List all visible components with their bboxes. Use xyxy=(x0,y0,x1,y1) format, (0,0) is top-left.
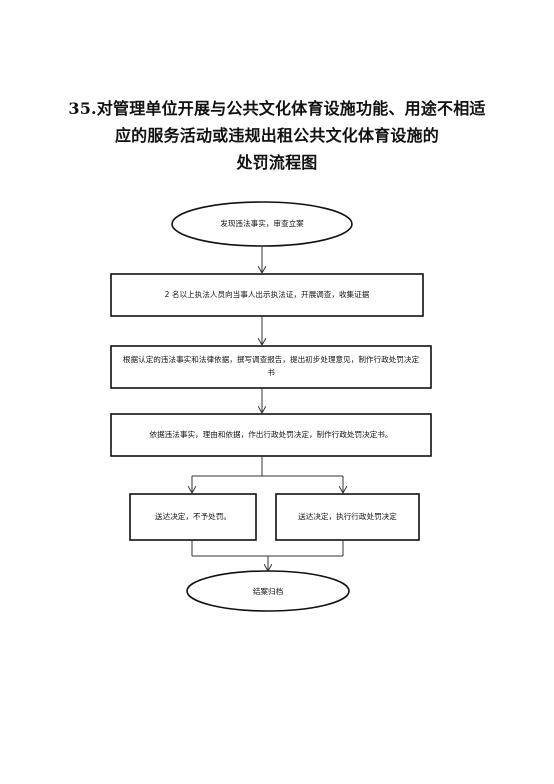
step1-box xyxy=(110,273,424,317)
step3-text: 依据违法事实，理由和依据，作出行政处罚决定，制作行政处罚决定书。 xyxy=(149,430,393,439)
branch-left-text: 送达决定，不予处罚。 xyxy=(155,512,231,521)
step2-text: 根据认定的违法事实和法律依据，撰写调查报告，提出初步处理意见，制作行政处罚决定书 xyxy=(122,355,420,377)
start-text: 发现违法事实，审查立案 xyxy=(220,219,304,228)
step1-text: 2 名以上执法人员向当事人出示执法证，开展调查，收集证据 xyxy=(164,290,370,299)
branch-right-box xyxy=(275,493,420,541)
step2-box xyxy=(110,345,432,389)
branch-right-text: 送达决定，执行行政处罚决定 xyxy=(298,512,397,521)
step3-box xyxy=(110,413,432,457)
title-line-3: 处罚流程图 xyxy=(236,153,318,172)
end-text: 结案归档 xyxy=(252,587,284,596)
end-ellipse xyxy=(186,570,350,612)
title-line-2: 应的服务活动或违规出租公共文化体育设施的 xyxy=(114,126,439,145)
branch-left-box xyxy=(129,493,257,541)
title-line-1: 35.对管理单位开展与公共文化体育设施功能、用途不相适 xyxy=(68,99,486,118)
